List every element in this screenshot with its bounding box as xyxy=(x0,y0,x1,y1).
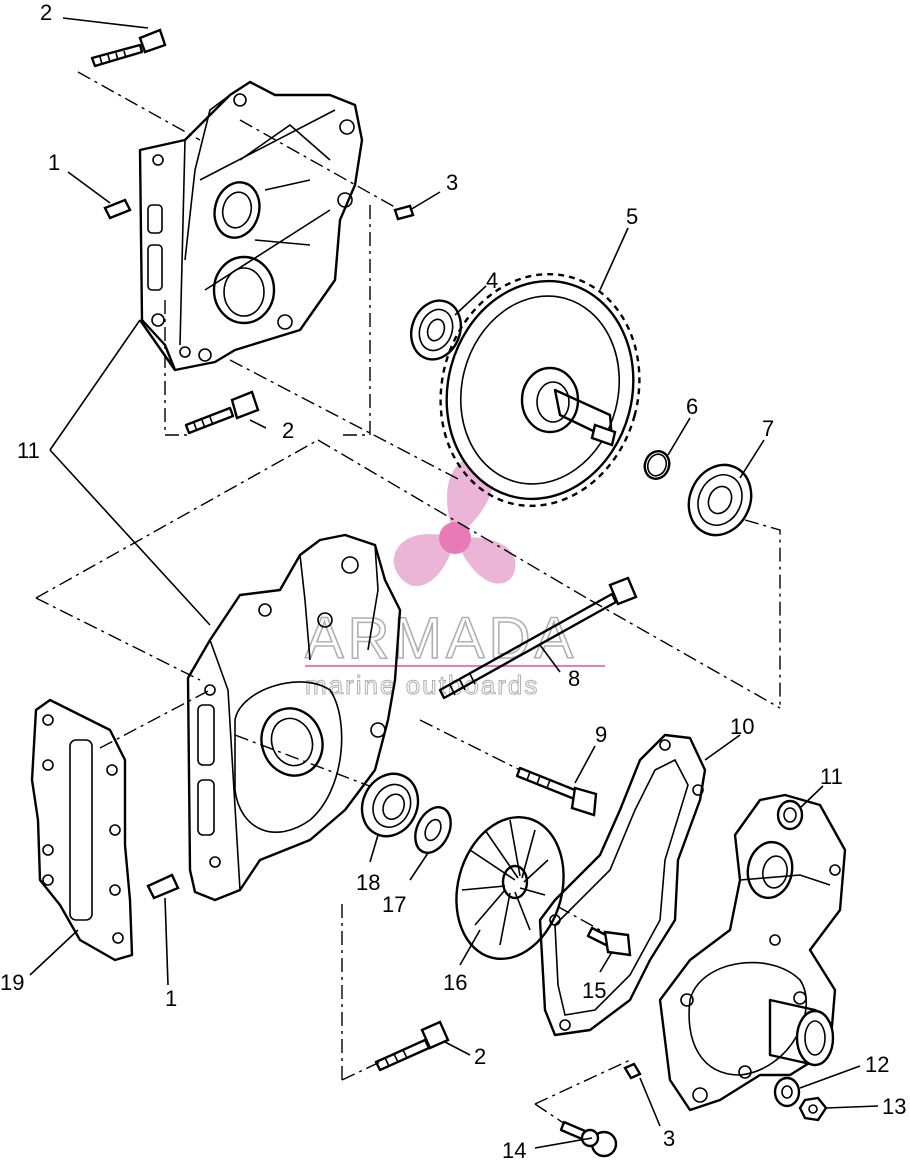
o-ring xyxy=(643,450,671,480)
callout-14: 14 xyxy=(502,1138,526,1160)
screw-15 xyxy=(586,926,632,957)
lower-gear-case-housing xyxy=(186,533,402,902)
bearing-7 xyxy=(687,463,753,537)
watermark-brand: ARMADA xyxy=(305,606,577,671)
leader-lines xyxy=(29,17,879,1149)
washer-17 xyxy=(414,806,452,854)
callout-12: 12 xyxy=(865,1052,889,1077)
callout-18: 18 xyxy=(356,870,380,895)
callout-11-right: 11 xyxy=(820,764,843,789)
bolt-bottom xyxy=(374,1020,450,1072)
callout-1-lower: 1 xyxy=(165,986,177,1011)
callout-8: 8 xyxy=(568,666,580,691)
callout-2-middle: 2 xyxy=(282,418,294,443)
callout-3-upper: 3 xyxy=(446,170,458,195)
callout-5: 5 xyxy=(626,204,638,229)
callout-6: 6 xyxy=(686,394,698,419)
gasket-19 xyxy=(30,698,134,962)
callout-2-top: 2 xyxy=(40,0,52,25)
callout-4: 4 xyxy=(486,268,498,293)
bearing-4 xyxy=(410,299,462,361)
bearing-18 xyxy=(360,772,420,838)
pin-upper xyxy=(393,204,415,221)
driven-gear xyxy=(439,272,641,508)
watermark-tagline: marine outboards xyxy=(305,670,539,700)
assembly-centerlines xyxy=(35,71,781,1125)
callout-16: 16 xyxy=(443,970,467,995)
bolt-top xyxy=(90,28,167,68)
callout-2-bottom: 2 xyxy=(474,1044,486,1069)
callout-9: 9 xyxy=(595,722,607,747)
dowel-pin-upper xyxy=(103,198,132,220)
callout-17: 17 xyxy=(382,892,406,917)
nut-13 xyxy=(798,1096,828,1122)
impeller xyxy=(455,815,565,961)
dowel-pin-lower xyxy=(146,873,180,900)
watermark: ARMADA marine outboards xyxy=(304,458,605,701)
upper-gear-case-housing xyxy=(138,80,364,372)
pump-housing xyxy=(658,793,847,1112)
callout-15: 15 xyxy=(582,978,606,1003)
long-bolt xyxy=(438,576,638,700)
callout-19: 19 xyxy=(0,970,24,995)
callout-10: 10 xyxy=(730,714,754,739)
callout-3-lower: 3 xyxy=(663,1126,675,1151)
bolt-middle xyxy=(184,390,260,435)
callout-13: 13 xyxy=(882,1094,906,1119)
pin-lower xyxy=(623,1062,642,1080)
callout-1-upper: 1 xyxy=(48,150,60,175)
washer-12 xyxy=(773,1076,801,1108)
callout-7: 7 xyxy=(762,416,774,441)
bolt-9 xyxy=(515,766,598,817)
pump-gasket xyxy=(538,733,707,1037)
callout-11-left: 11 xyxy=(17,438,40,463)
